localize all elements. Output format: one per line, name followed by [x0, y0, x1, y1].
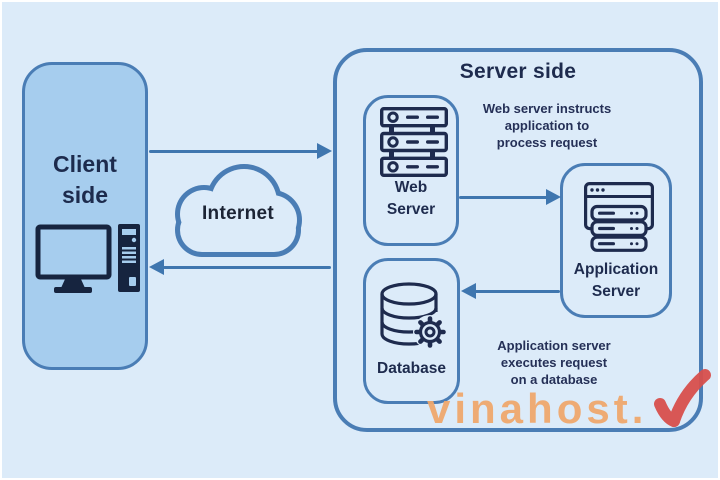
arrow-application-to-database-line [474, 290, 560, 293]
application-server-box: Application Server [560, 163, 672, 318]
arrow-web-to-application-line [459, 196, 548, 199]
annotation-web-instructs-application: Web server instructs application to proc… [458, 100, 636, 151]
desktop-computer-icon [35, 224, 140, 293]
arrow-client-to-server-head-icon [317, 143, 332, 159]
annotation-top-line1: Web server instructs [482, 101, 612, 116]
annotation-top-line3: process request [496, 135, 598, 150]
server-side-box [333, 48, 703, 432]
application-server-icon [584, 182, 654, 252]
database-icon [380, 282, 447, 349]
application-server-label-line2: Server [591, 283, 641, 300]
web-server-label: Web Server [366, 177, 456, 221]
annotation-top-line2: application to [504, 118, 590, 133]
client-side-box: Client side [22, 62, 148, 370]
arrow-application-to-database-head-icon [461, 283, 476, 299]
arrow-client-to-server-line [149, 150, 319, 153]
annotation-bottom-line3: on a database [510, 372, 598, 387]
annotation-application-executes-database: Application server executes request on a… [460, 337, 648, 388]
arrow-web-to-application-head-icon [546, 189, 561, 205]
database-label: Database [377, 360, 446, 377]
web-server-icon [380, 107, 448, 177]
client-title-line2: side [61, 182, 109, 208]
annotation-bottom-line2: executes request [500, 355, 608, 370]
annotation-bottom-line1: Application server [497, 338, 611, 353]
web-server-label-line2: Server [386, 201, 436, 218]
application-server-label-line1: Application [573, 261, 659, 278]
watermark-brand-text: vinahost. [427, 385, 648, 432]
web-server-box: Web Server [363, 95, 459, 246]
arrow-server-to-client-line [163, 266, 331, 269]
web-server-label-line1: Web [394, 179, 428, 196]
application-server-label: Application Server [563, 259, 669, 303]
arrow-server-to-client-head-icon [149, 259, 164, 275]
database-box: Database [363, 258, 460, 404]
server-side-title: Server side [459, 60, 577, 83]
client-title-line1: Client [53, 151, 117, 177]
client-side-title: Client side [25, 149, 145, 211]
red-check-v-icon [654, 369, 711, 427]
internet-cloud-icon [175, 164, 302, 257]
internet-label: Internet [201, 203, 275, 224]
